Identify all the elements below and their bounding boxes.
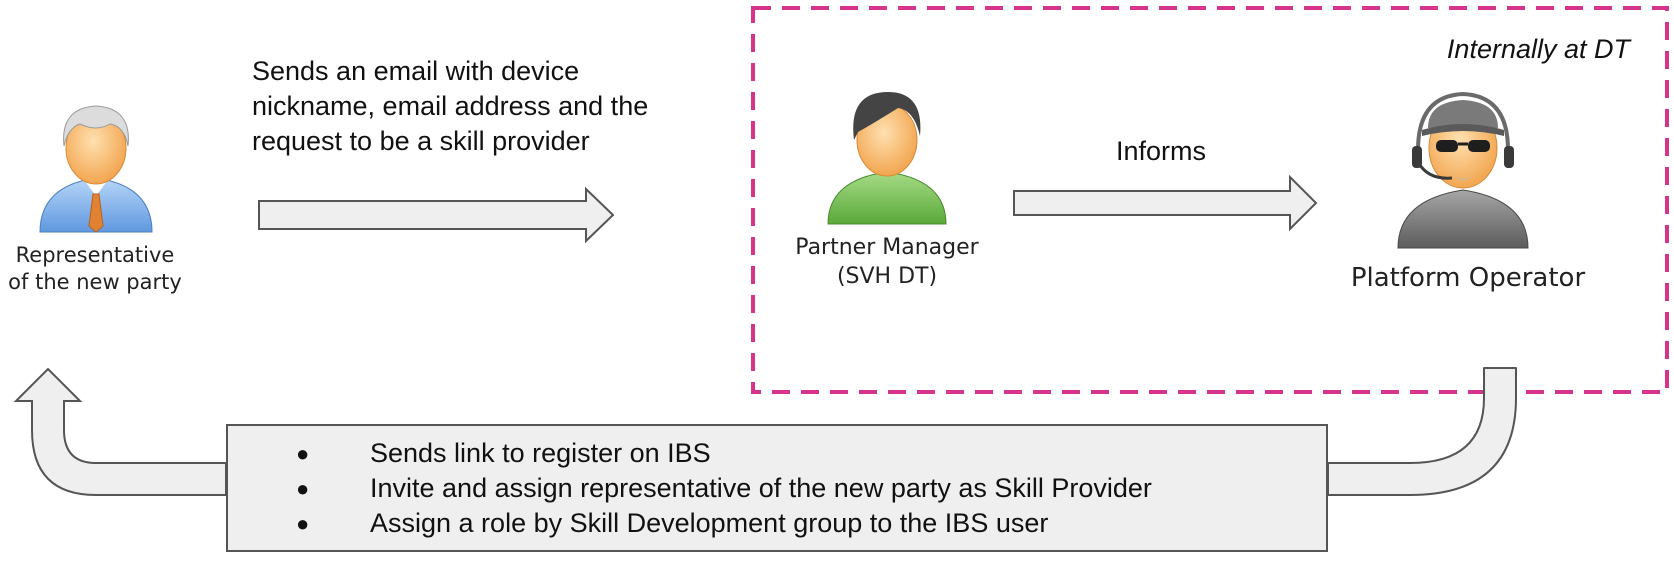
sends-email-arrow xyxy=(258,186,615,244)
bullet-icon: ● xyxy=(296,511,310,536)
return-action-item: ● Assign a role by Skill Development gro… xyxy=(296,506,1152,541)
sends-email-description-line2: nickname, email address and the xyxy=(252,91,649,121)
return-action-item: ● Sends link to register on IBS xyxy=(296,436,1152,471)
partner-manager-person-icon xyxy=(827,92,947,225)
return-actions-box: ● Sends link to register on IBS ● Invite… xyxy=(226,424,1328,552)
return-arrow-to-representative xyxy=(13,367,227,496)
representative-label: Representative of the new party xyxy=(0,242,190,297)
return-action-text: Invite and assign representative of the … xyxy=(370,473,1152,503)
representative-label-line2: of the new party xyxy=(8,270,182,295)
return-action-text: Assign a role by Skill Development group… xyxy=(370,508,1049,538)
partner-manager-label-line1: Partner Manager xyxy=(795,235,979,260)
platform-operator-person-icon xyxy=(1397,91,1529,249)
informs-arrow xyxy=(1013,174,1318,232)
platform-operator-label: Platform Operator xyxy=(1350,263,1586,293)
return-action-text: Sends link to register on IBS xyxy=(370,438,711,468)
representative-label-line1: Representative xyxy=(15,243,175,267)
partner-manager-label-line2: (SVH DT) xyxy=(836,263,938,289)
return-action-item: ● Invite and assign representative of th… xyxy=(296,471,1152,506)
return-connector-right xyxy=(1327,367,1517,496)
representative-person-icon xyxy=(39,105,153,233)
partner-manager-label: Partner Manager (SVH DT) xyxy=(772,234,1002,291)
sends-email-description-line1: Sends an email with device xyxy=(252,56,580,86)
internal-dt-group-border xyxy=(751,6,1669,394)
sends-email-description: Sends an email with device nickname, ema… xyxy=(252,54,712,159)
sends-email-description-line3: request to be a skill provider xyxy=(252,126,590,156)
return-actions-list: ● Sends link to register on IBS ● Invite… xyxy=(296,436,1152,541)
informs-label: Informs xyxy=(1116,136,1207,166)
internal-dt-group-label: Internally at DT xyxy=(1446,34,1630,64)
bullet-icon: ● xyxy=(296,441,310,466)
bullet-icon: ● xyxy=(296,476,310,501)
